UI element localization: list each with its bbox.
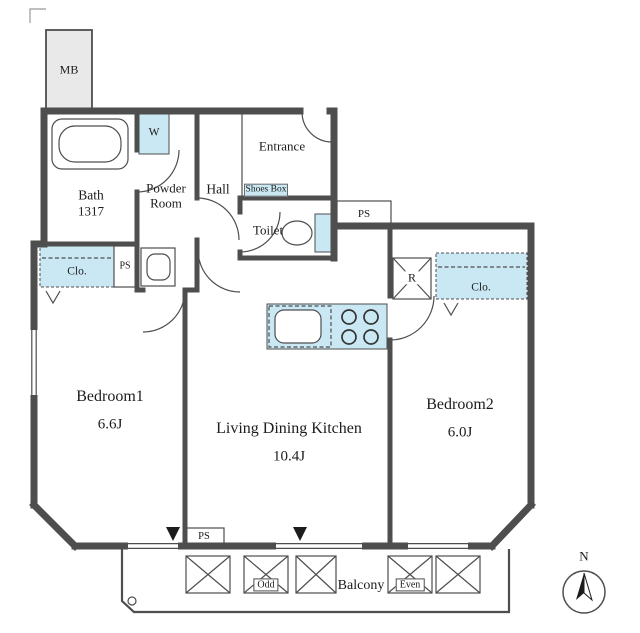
- bath-label: Bath: [78, 187, 104, 203]
- closet-left-label: Clo.: [67, 265, 87, 278]
- bedroom2-label: Bedroom2: [426, 396, 494, 414]
- hall-door-arc: [197, 249, 241, 293]
- compass-icon: [562, 570, 606, 614]
- meter-box-label: MB: [59, 62, 79, 77]
- pipe-shaft-top-label: PS: [357, 207, 371, 220]
- hatch-box: [185, 555, 231, 594]
- meter-box: [45, 29, 93, 110]
- door-arcs: [136, 111, 435, 341]
- toilet-label: Toilet: [252, 222, 284, 238]
- bedroom1-area-label: 6.6J: [97, 416, 123, 433]
- entrance-label: Entrance: [258, 138, 306, 154]
- toilet-icon: [281, 220, 313, 246]
- windows: [30, 330, 468, 550]
- ldk-area-label: 10.4J: [272, 448, 306, 465]
- balcony-drain-icon: [127, 596, 137, 606]
- hatch-box: [435, 555, 481, 594]
- pipe-shaft-left-label: PS: [119, 260, 131, 272]
- bath-door-arc: [136, 149, 180, 193]
- door-marker-triangle: [166, 527, 180, 541]
- exterior-walls: [29, 107, 536, 551]
- kitchen-sink-icon: [274, 309, 322, 344]
- door-marker-triangle: [293, 527, 307, 541]
- ldk-label: Living Dining Kitchen: [216, 420, 362, 438]
- partition-even-label: Even: [395, 578, 425, 592]
- kitchen-hood-outline: [268, 305, 332, 348]
- stove-icon: [341, 309, 379, 345]
- hatch-box: [243, 555, 289, 594]
- closet-right-box: [435, 252, 528, 300]
- shoes-box-label: Shoes Box: [244, 183, 288, 197]
- bedroom1-label: Bedroom1: [76, 388, 144, 406]
- compass-north-label: N: [579, 548, 589, 564]
- bedroom2-area-label: 6.0J: [447, 424, 473, 441]
- powder-room-label: Powder Room: [146, 180, 186, 210]
- toilet-tank: [314, 213, 334, 253]
- closet-left-door-mark: [45, 290, 61, 305]
- fixtures: [42, 112, 525, 547]
- vanity-sink-icon: [140, 247, 176, 287]
- hatch-box: [387, 555, 433, 594]
- closet-right-door-mark: [443, 302, 459, 317]
- bedroom2-door-arc: [389, 295, 435, 341]
- balcony-railing: [120, 549, 511, 614]
- washer-label: W: [148, 126, 160, 139]
- balcony-label: Balcony: [337, 578, 385, 594]
- refrigerator-label: R: [404, 270, 420, 285]
- pipe-shaft-bottom-label: PS: [198, 531, 210, 543]
- toilet-door-arc: [239, 211, 281, 253]
- hatch-box: [295, 555, 337, 594]
- bathtub-icon: [51, 118, 129, 170]
- entrance-door-arc: [301, 111, 333, 143]
- partition-odd-label: Odd: [253, 578, 279, 592]
- balcony-structure: [120, 549, 511, 614]
- closet-right-label: Clo.: [471, 281, 491, 294]
- bath-size-label: 1317: [78, 203, 104, 219]
- boundary-corner-tick: [29, 8, 46, 23]
- closet-left-box: [39, 245, 115, 288]
- interior-walls: [41, 108, 393, 549]
- washer-pan: [138, 113, 170, 155]
- bedroom1-door-arc: [142, 289, 186, 333]
- powder-room-door-arc: [196, 197, 240, 241]
- hall-label: Hall: [206, 181, 230, 197]
